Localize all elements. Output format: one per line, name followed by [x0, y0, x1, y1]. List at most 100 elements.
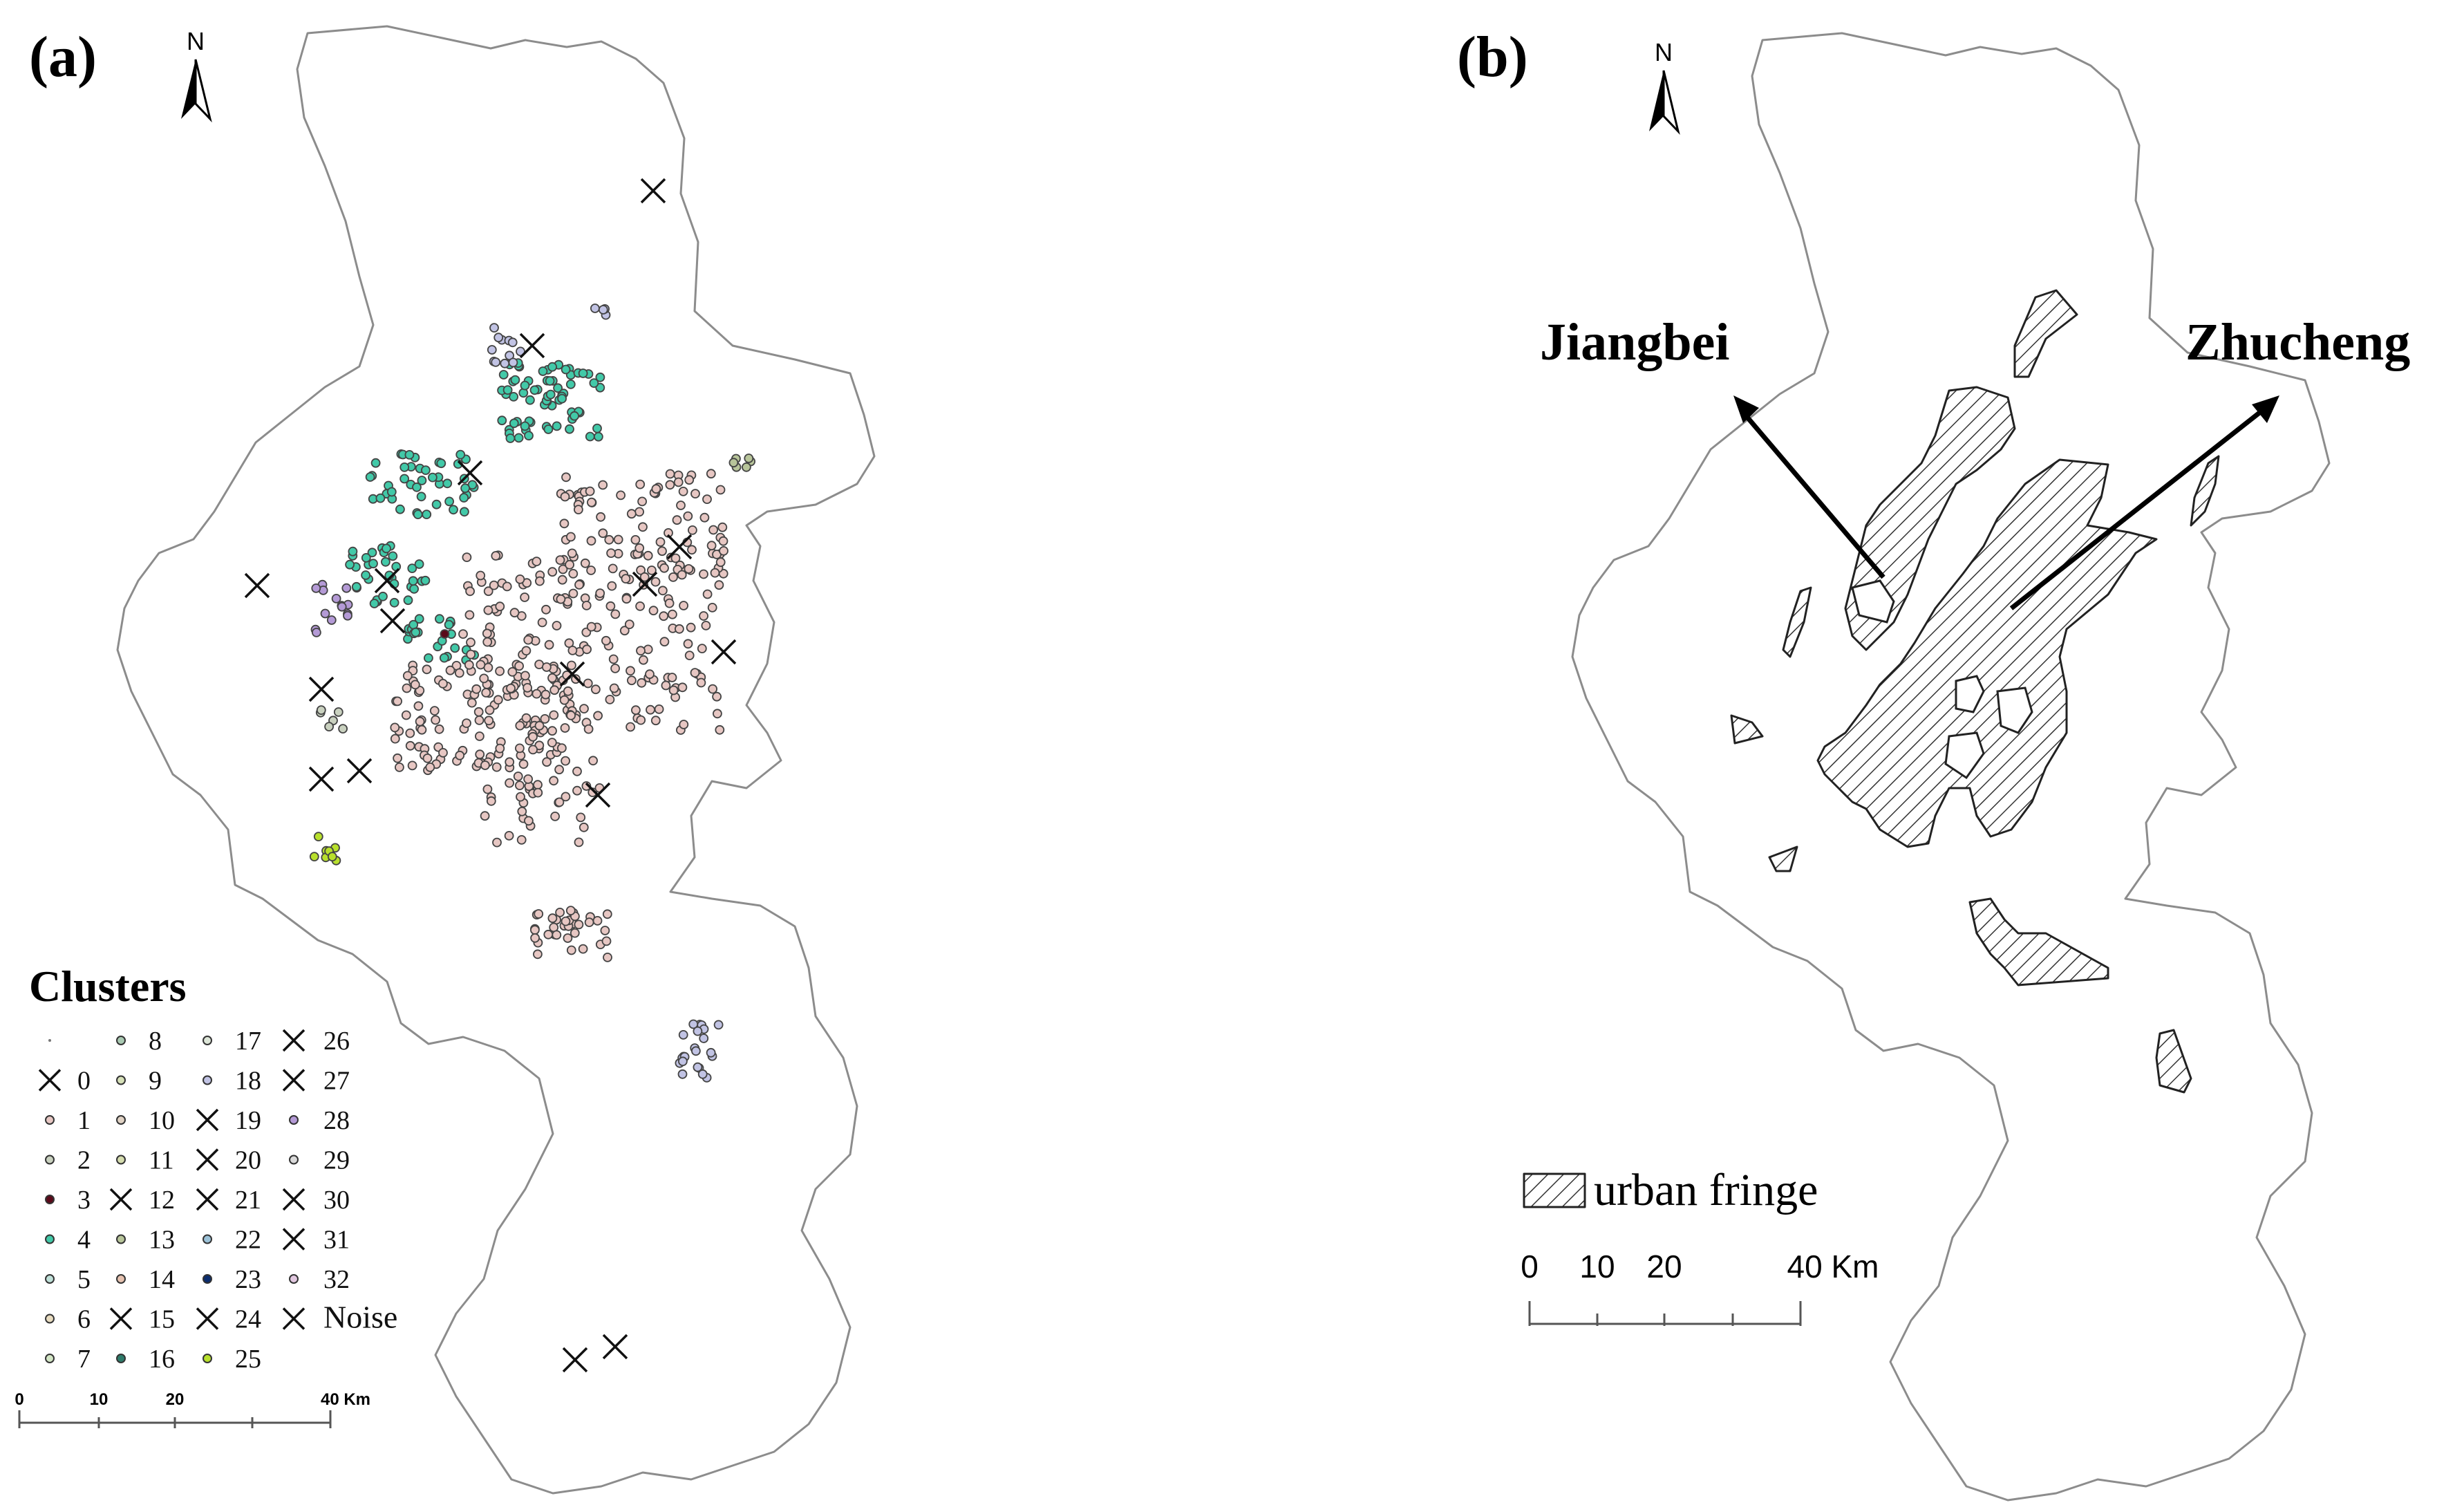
- cluster-point: [574, 505, 583, 514]
- cluster-point: [482, 784, 493, 794]
- cluster-point: [408, 576, 418, 586]
- cluster-point: [484, 716, 494, 726]
- noise-cross-icon: [711, 639, 737, 665]
- cluster-point: [699, 611, 708, 621]
- scale-b-tick-1: 10: [1579, 1249, 1615, 1284]
- cluster-point: [509, 418, 519, 429]
- cluster-point: [313, 832, 323, 841]
- cluster-point: [728, 458, 739, 468]
- cluster-point: [436, 458, 446, 469]
- fringe-hole-1: [1955, 675, 1985, 713]
- cluster-point: [588, 756, 598, 766]
- cluster-point: [637, 496, 647, 507]
- legend-circle-icon: [45, 1234, 55, 1244]
- cluster-point: [521, 713, 532, 723]
- legend-item: Noise: [282, 1300, 397, 1335]
- cluster-point: [409, 584, 419, 594]
- cluster-point: [479, 673, 489, 684]
- fringe-west-1: [1782, 586, 1812, 658]
- cluster-point: [555, 555, 565, 565]
- cluster-point: [610, 664, 620, 673]
- legend-item: 17: [203, 1027, 261, 1056]
- cluster-point: [706, 1047, 716, 1058]
- legend-circle-icon: [45, 1155, 55, 1165]
- cluster-point: [528, 745, 538, 755]
- cluster-point: [545, 376, 555, 386]
- cluster-point: [324, 722, 335, 731]
- cluster-point: [502, 581, 512, 592]
- cluster-point: [504, 831, 514, 841]
- cluster-point: [386, 487, 397, 497]
- cluster-point: [601, 635, 611, 646]
- cluster-point: [572, 766, 582, 776]
- legend-cross-icon: [196, 1188, 219, 1211]
- cluster-point: [688, 525, 697, 535]
- scale-b-line: [1528, 1301, 1802, 1326]
- cluster-point: [678, 1056, 688, 1067]
- cluster-point: [338, 724, 348, 733]
- cluster-point: [702, 589, 713, 599]
- cluster-point: [603, 953, 612, 962]
- noise-cross-icon: [640, 178, 666, 204]
- cluster-point: [600, 926, 610, 935]
- cluster-point: [444, 619, 454, 630]
- cluster-point: [578, 368, 588, 378]
- cluster-point: [390, 722, 400, 733]
- cluster-point: [547, 738, 557, 747]
- cluster-point: [637, 677, 647, 688]
- legend-circle-icon: [203, 1354, 212, 1363]
- legend-item-label: 4: [77, 1226, 91, 1255]
- cluster-point: [665, 480, 675, 490]
- legend-title: Clusters: [29, 962, 187, 1011]
- cluster-point: [489, 323, 499, 333]
- cluster-point: [668, 685, 679, 695]
- cluster-point: [399, 474, 409, 484]
- panel-a-label: (a): [29, 25, 97, 89]
- legend-item: 20: [196, 1146, 261, 1175]
- legend-item-label: 7: [77, 1345, 91, 1374]
- legend-item: 10: [116, 1106, 175, 1135]
- cluster-point: [688, 1019, 699, 1029]
- cluster-point: [742, 462, 751, 472]
- legend-item-label: Noise: [323, 1300, 397, 1335]
- cluster-point: [583, 678, 593, 689]
- legend-item-label: 11: [149, 1146, 174, 1175]
- cluster-point: [561, 364, 571, 375]
- cluster-point: [719, 546, 728, 556]
- legend-item: 32: [289, 1265, 350, 1294]
- legend-cross-icon: [282, 1307, 305, 1330]
- cluster-point: [529, 385, 540, 395]
- cluster-point: [568, 588, 579, 599]
- cluster-point: [604, 534, 614, 545]
- cluster-point: [639, 572, 650, 582]
- cluster-point: [565, 424, 574, 434]
- cluster-point: [610, 609, 621, 619]
- cluster-point: [584, 917, 594, 927]
- jiangbei-arrow-line: [1743, 413, 1885, 579]
- cluster-point: [485, 705, 495, 716]
- cluster-point: [691, 1046, 701, 1056]
- cluster-point: [673, 477, 684, 487]
- legend-item-label: 15: [149, 1305, 175, 1334]
- cluster-point: [411, 627, 421, 637]
- legend-item: 2: [45, 1146, 91, 1175]
- cluster-point: [533, 949, 543, 960]
- cluster-point: [670, 553, 681, 563]
- cluster-point: [543, 424, 554, 434]
- cluster-point: [605, 601, 616, 611]
- legend-cross-icon: [109, 1307, 133, 1330]
- cluster-point: [624, 619, 634, 629]
- cluster-point: [659, 611, 669, 621]
- cluster-point: [697, 1069, 708, 1079]
- cluster-point: [715, 485, 726, 495]
- cluster-point: [382, 543, 391, 554]
- cluster-point: [606, 548, 616, 558]
- cluster-point: [598, 528, 608, 539]
- legend-item-label: 8: [149, 1027, 162, 1056]
- noise-cross-icon: [585, 782, 611, 808]
- cluster-point: [399, 462, 410, 472]
- cluster-point: [482, 628, 492, 639]
- scale-a-tick-2: 20: [166, 1390, 185, 1409]
- cluster-point: [351, 581, 361, 592]
- legend-item: 11: [116, 1146, 174, 1175]
